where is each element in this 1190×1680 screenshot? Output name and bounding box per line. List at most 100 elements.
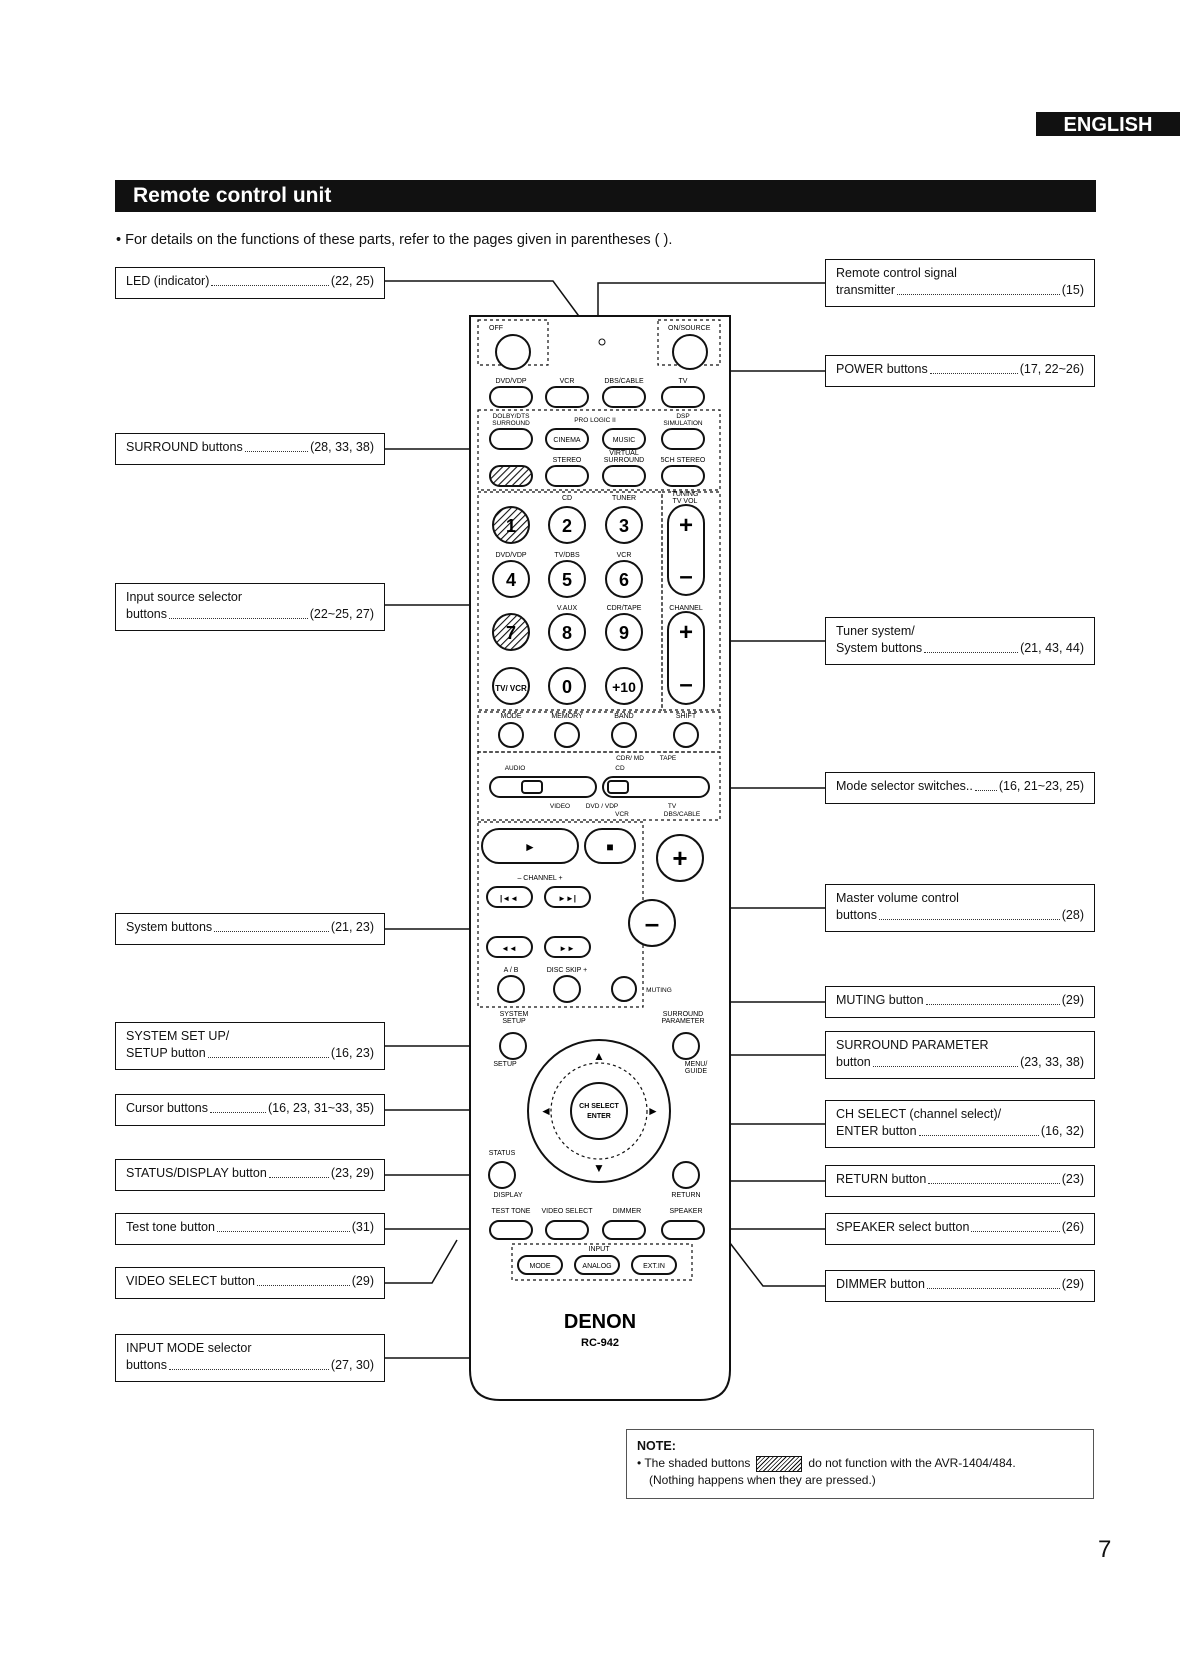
channel-label: CHANNEL [669, 605, 703, 612]
system-label: SYSTEM [500, 1011, 529, 1018]
cinema-label: CINEMA [553, 437, 581, 444]
note-text-before: • The shaded buttons [637, 1456, 751, 1470]
tv-vcr-button [492, 667, 530, 705]
intro-text: • For details on the functions of these … [116, 232, 673, 248]
channel-plus-icon: + [679, 619, 693, 646]
digit-4-button [492, 560, 530, 598]
tuning-plus-icon: + [679, 512, 693, 539]
switch-label-video: VIDEO [550, 803, 570, 810]
model-number: RC-942 [581, 1337, 619, 1349]
ab-button [497, 975, 525, 1003]
brand-logo: DENON [564, 1311, 636, 1333]
tv-vol-label: TV VOL [673, 498, 698, 505]
switch-label-dvd: DVD / VDP [586, 803, 619, 810]
cursor-right-icon: ► [647, 1104, 659, 1118]
mode-button [498, 722, 524, 748]
leader-video-select [385, 1239, 458, 1284]
digit-1-button [492, 506, 530, 544]
ff-icon: ►► [559, 944, 575, 953]
5ch-label: 5CH STEREO [661, 457, 706, 464]
band-button [611, 722, 637, 748]
rewind-button [486, 936, 533, 958]
cd-label: CD [562, 495, 572, 502]
speaker-label: SPEAKER [669, 1208, 702, 1215]
surround-label-prologic: PRO LOGIC II [574, 417, 616, 424]
source-button-dvd [489, 386, 533, 408]
surround-button-5ch [661, 465, 705, 487]
surround-button-shaded [489, 465, 533, 487]
setup-button [499, 1032, 527, 1060]
surround-label-simulation: SIMULATION [663, 420, 703, 427]
channel-rocker [667, 611, 705, 705]
callout-mode-selector: Mode selector switches..(16, 21~23, 25) [825, 772, 1095, 804]
digit-0-text: 0 [562, 677, 572, 697]
tuning-label: TUNING [672, 491, 699, 498]
stop-icon: ■ [606, 840, 613, 854]
volume-up-button [656, 834, 704, 882]
section-title-bar [115, 180, 1096, 212]
switch-label-dbs: DBS/CABLE [664, 811, 701, 818]
callout-return: RETURN button(23) [825, 1165, 1095, 1197]
callout-tuner-system: Tuner system/ System buttons(21, 43, 44) [825, 617, 1095, 665]
cursor-up-icon: ▲ [593, 1049, 605, 1063]
digit-7-button [492, 613, 530, 651]
test-tone-label: TEST TONE [492, 1208, 531, 1215]
power-on-label: ON/SOURCE [668, 325, 711, 332]
digit-8-text: 8 [562, 623, 572, 643]
input-mode-button [517, 1255, 563, 1275]
power-off-button [495, 334, 531, 370]
callout-transmitter: Remote control signal transmitter(15) [825, 259, 1095, 307]
note-line-2: (Nothing happens when they are pressed.) [649, 1473, 876, 1487]
switch-label-tv: TV [668, 803, 677, 810]
surround-param-label1: SURROUND [663, 1011, 703, 1018]
digit-label-vcr: VCR [617, 552, 632, 559]
digit-5-text: 5 [562, 570, 572, 590]
setup-label: SETUP [493, 1061, 517, 1068]
play-button [481, 828, 579, 864]
volume-minus-icon: – [645, 908, 659, 938]
memory-button [554, 722, 580, 748]
surround-button-music [602, 428, 646, 450]
input-extin-text: EXT.IN [643, 1263, 665, 1270]
surround-button-stereo [545, 465, 589, 487]
callout-led: LED (indicator)(22, 25) [115, 267, 385, 299]
music-label: MUSIC [613, 437, 636, 444]
stop-button [584, 828, 636, 864]
video-select-label: VIDEO SELECT [542, 1208, 594, 1215]
led-indicator [598, 338, 606, 346]
source-button-tv [661, 386, 705, 408]
leader-transmitter [597, 282, 825, 318]
enter-label: ENTER [587, 1113, 611, 1120]
source-button-vcr [545, 386, 589, 408]
callout-dimmer: DIMMER button(29) [825, 1270, 1095, 1302]
switch-label-vcr: VCR [615, 811, 629, 818]
callout-muting: MUTING button(29) [825, 986, 1095, 1018]
input-mode-text: MODE [530, 1263, 551, 1270]
system-setup-label: SETUP [502, 1018, 526, 1025]
input-extin-button [631, 1255, 677, 1275]
input-analog-text: ANALOG [582, 1263, 611, 1270]
skip-next-button [544, 886, 591, 908]
source-label-tv: TV [679, 378, 688, 385]
guide-label: GUIDE [685, 1068, 708, 1075]
skip-next-icon: ►►| [558, 894, 576, 903]
section-title: Remote control unit [133, 184, 332, 207]
return-label: RETURN [671, 1192, 700, 1199]
fast-forward-button [544, 936, 591, 958]
surround-label-dsp: DSP [676, 413, 689, 420]
note-text-after: do not function with the AVR-1404/484. [808, 1456, 1016, 1470]
play-icon: ► [524, 840, 536, 854]
callout-video-select: VIDEO SELECT button(29) [115, 1267, 385, 1299]
tuning-minus-icon: – [679, 563, 692, 590]
band-label: BAND [614, 713, 633, 720]
test-tone-button [489, 1220, 533, 1240]
video-mode-switch [602, 776, 710, 798]
leader-dimmer [729, 1242, 825, 1287]
shift-label: SHIFT [676, 713, 697, 720]
cursor-down-icon: ▼ [593, 1161, 605, 1175]
display-label: DISPLAY [493, 1192, 522, 1199]
speaker-button [661, 1220, 705, 1240]
disc-skip-button [553, 975, 581, 1003]
skip-prev-icon: |◄◄ [500, 894, 518, 903]
plus10-button [605, 667, 643, 705]
